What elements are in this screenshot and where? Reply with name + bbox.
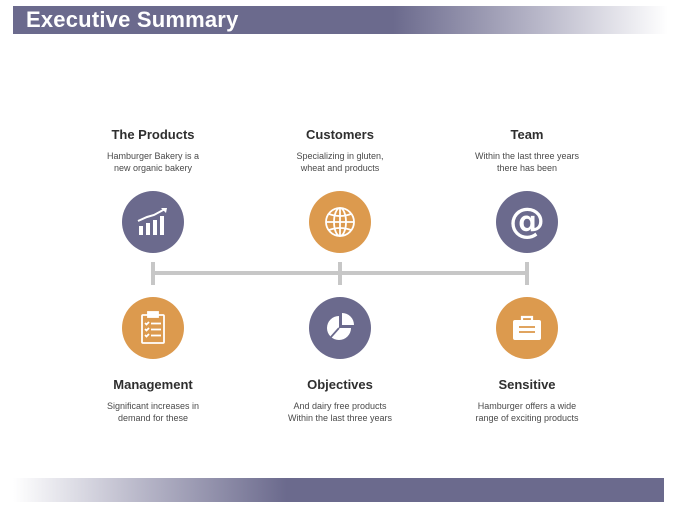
team-circle: @ [496,191,558,253]
item-title-sensitive: Sensitive [498,377,556,392]
connector-tick-left [151,262,155,285]
connector-tick-right [525,262,529,285]
globe-icon [325,207,355,237]
title-bar: Executive Summary [13,6,668,34]
management-circle [122,297,184,359]
item-description-management: Significant increases in demand for thes… [106,401,200,423]
item-title-customers: Customers [306,127,374,142]
item-description-products: Hamburger Bakery is a new organic bakery [106,151,200,173]
customers-circle [309,191,371,253]
briefcase-icon [513,315,541,340]
sensitive-circle [496,297,558,359]
clipboard-icon [141,311,165,344]
footer-bar [13,478,664,502]
page-title: Executive Summary [26,7,239,32]
objectives-circle [309,297,371,359]
item-title-products: The Products [111,127,195,142]
item-title-management: Management [113,377,193,392]
bar-chart-icon [137,208,167,235]
item-description-sensitive: Hamburger offers a wide range of excitin… [475,401,579,423]
pie-chart-icon [327,313,354,340]
item-description-objectives: And dairy free products Within the last … [287,401,393,423]
connector-tick-middle [338,262,342,285]
products-circle [122,191,184,253]
item-title-objectives: Objectives [307,377,373,392]
item-title-team: Team [510,127,544,142]
item-description-customers: Specializing in gluten, wheat and produc… [296,151,384,173]
at-sign-icon: @ [509,201,545,242]
item-description-team: Within the last three years there has be… [474,151,580,173]
